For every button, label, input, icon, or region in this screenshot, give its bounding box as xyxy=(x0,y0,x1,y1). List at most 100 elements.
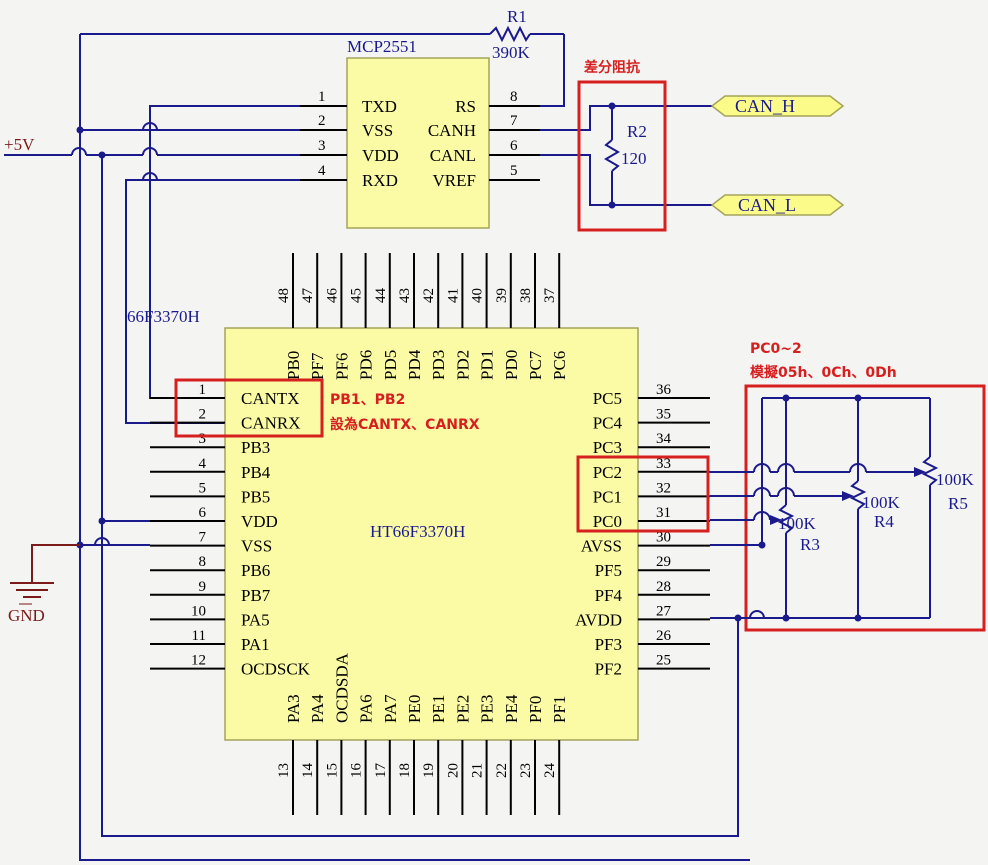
junction xyxy=(782,614,790,622)
mcu-pin-name: PD2 xyxy=(453,350,472,380)
r3-value: 100K xyxy=(778,514,817,533)
r1-value: 390K xyxy=(492,43,531,62)
mcu-pin-num: 31 xyxy=(656,505,671,521)
mcu-pin-num: 10 xyxy=(191,603,206,619)
junction xyxy=(854,394,862,402)
mcp-pin-num: 7 xyxy=(510,113,518,129)
r3-ref: R3 xyxy=(800,535,820,554)
mcu-pin-num: 38 xyxy=(518,288,534,303)
mcu-pin-name: AVSS xyxy=(581,537,622,556)
wire-canl xyxy=(540,154,712,206)
hop xyxy=(777,463,795,473)
mcp2551-body xyxy=(346,57,490,229)
mcu-pin-name: PD0 xyxy=(502,350,521,380)
mcu-pin-num: 17 xyxy=(373,763,389,779)
mcu-pin-num: 7 xyxy=(199,530,207,546)
mcu-pin-num: 18 xyxy=(397,763,413,778)
mcp-pin-name: TXD xyxy=(362,97,397,116)
pc-note-2: 模擬05h、0Ch、0Dh xyxy=(750,364,897,381)
mcu-pin-name: CANTX xyxy=(241,389,300,408)
mcp-pin-name: VSS xyxy=(362,121,393,140)
mcu-pin-name: PF7 xyxy=(308,352,327,380)
mcu-pin-num: 32 xyxy=(656,480,671,496)
mcu-pin-num: 22 xyxy=(494,763,510,778)
mcu-pin-name: PB5 xyxy=(241,487,270,506)
mcu-pin-name: PC3 xyxy=(593,438,622,457)
mcu-pin-name: PC1 xyxy=(593,487,622,506)
junction xyxy=(608,201,616,209)
mcu-pin-name: VDD xyxy=(241,512,278,531)
mcu-pin-name: PB7 xyxy=(241,586,271,605)
mcu-pin-num: 45 xyxy=(349,288,365,303)
mcu-pin-num: 46 xyxy=(324,288,340,304)
mcu-pin-num: 1 xyxy=(199,382,207,398)
arrow-r4 xyxy=(842,491,854,501)
mcu-pin-num: 33 xyxy=(656,456,671,472)
hop xyxy=(753,487,771,497)
mcu-pin-num: 5 xyxy=(199,480,207,496)
mcu-pin-num: 43 xyxy=(397,288,413,303)
mcu-pin-num: 16 xyxy=(349,763,365,779)
diff-res-note: 差分阻抗 xyxy=(584,59,640,76)
mcu-pin-num: 39 xyxy=(494,288,510,303)
mcu-pin-name: PE3 xyxy=(478,695,497,723)
r5-value: 100K xyxy=(936,470,975,489)
mcu-pin-num: 13 xyxy=(276,763,292,778)
mcu-pin-num: 41 xyxy=(445,288,461,303)
mcu-pin-num: 29 xyxy=(656,554,671,570)
mcu-pin-num: 3 xyxy=(199,431,207,447)
pot-box xyxy=(744,384,986,632)
mcu-pin-name: PE0 xyxy=(405,695,424,723)
r2-value: 120 xyxy=(621,149,647,168)
mcu-pin-num: 44 xyxy=(373,288,389,304)
mcu-pin-name: OCDSDA xyxy=(332,652,351,723)
mcp-pin-name: VREF xyxy=(433,171,476,190)
mcu-pin-name: PA5 xyxy=(241,610,270,629)
can-l-flag xyxy=(710,194,845,216)
can-h-label: CAN_H xyxy=(735,96,795,116)
wire-canh xyxy=(540,105,712,131)
r4-resistor xyxy=(849,480,867,510)
mcu-pin-num: 23 xyxy=(518,763,534,778)
r3-resistor xyxy=(777,504,795,534)
mcu-pin-num: 6 xyxy=(199,505,207,521)
pb-note-2: 設為CANTX、CANRX xyxy=(330,416,480,433)
mcu-pin-name: OCDSCK xyxy=(241,660,311,679)
mcu-pin-num: 14 xyxy=(300,763,316,779)
mcu-pin-num: 40 xyxy=(470,288,486,303)
can-h-flag xyxy=(710,95,845,117)
mcu-pin-name: PF5 xyxy=(595,561,622,580)
mcu-pin-num: 12 xyxy=(191,653,206,669)
mcu-pin-name: PF6 xyxy=(332,353,351,380)
mcu-pin-name: PC0 xyxy=(593,512,622,531)
mcu-pin-num: 28 xyxy=(656,579,671,595)
mcu-pin-name: PA6 xyxy=(357,694,376,723)
can-l-label: CAN_L xyxy=(738,195,796,215)
pc-note-1: PC0~2 xyxy=(750,341,802,357)
mcu-body xyxy=(224,327,639,741)
gnd-symbol xyxy=(10,582,54,598)
vcc-label: +5V xyxy=(4,135,35,154)
diff-res-box xyxy=(577,80,667,232)
junction xyxy=(76,126,84,134)
mcu-pin-name: PD5 xyxy=(381,350,400,380)
mcu-pin-name: PC7 xyxy=(526,350,545,380)
hop xyxy=(142,172,158,181)
mcu-pin-name: PF4 xyxy=(595,586,623,605)
mcu-pin-name: PA4 xyxy=(308,694,327,723)
mcp-pin-num: 3 xyxy=(318,138,326,154)
junction xyxy=(98,151,106,159)
mcp-pin-name: RS xyxy=(455,97,476,116)
mcu-pin-name: PF2 xyxy=(595,660,622,679)
mcu-pin-name: PB4 xyxy=(241,463,271,482)
mcu-pin-name: PF0 xyxy=(526,696,545,723)
mcu-pin-num: 24 xyxy=(542,763,558,779)
mcu-pin-name: PD3 xyxy=(429,350,448,380)
hop xyxy=(777,487,795,497)
mcu-pin-name: PA3 xyxy=(284,694,303,723)
mcu-pin-name: PA7 xyxy=(381,694,400,723)
junction xyxy=(98,517,106,525)
r2-resistor xyxy=(604,139,620,172)
mcu-pin-num: 19 xyxy=(421,763,437,778)
